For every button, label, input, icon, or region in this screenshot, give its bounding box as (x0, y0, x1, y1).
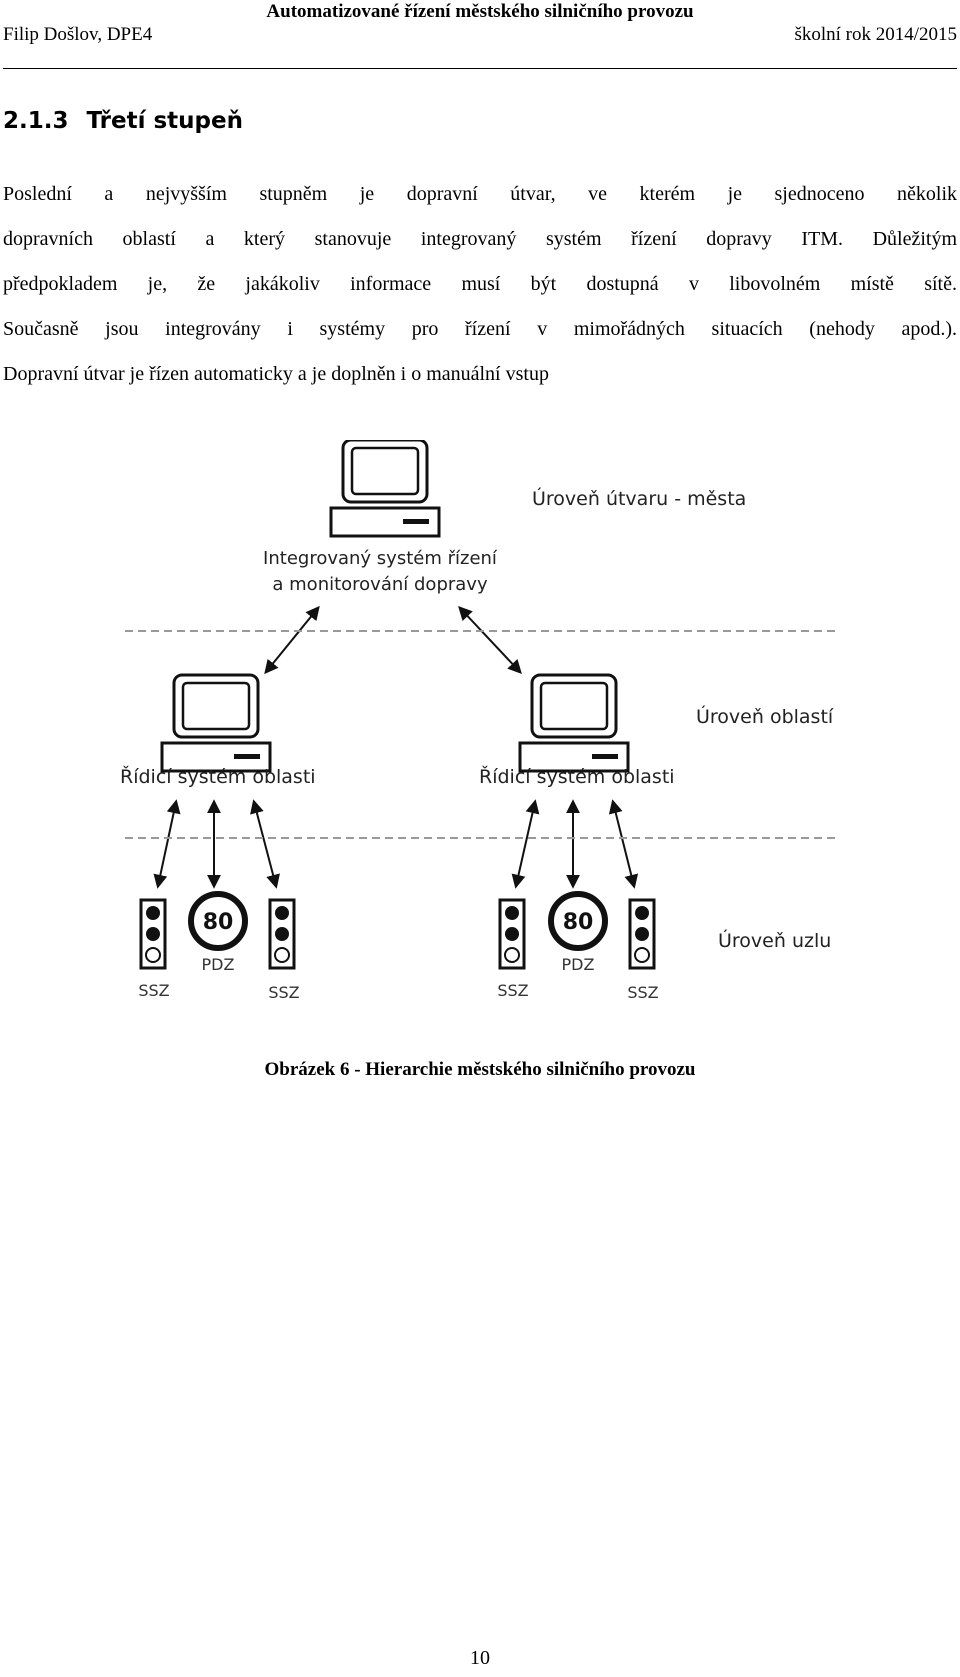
traffic-signal-icon (628, 898, 656, 970)
ssz-label: SSZ (268, 983, 299, 1002)
arrow-left-ssz-1 (153, 799, 181, 889)
paragraph-line: Poslední a nejvyšším stupněm je dopravní… (3, 183, 957, 205)
arrow-right-ssz-2 (608, 799, 639, 889)
header-author: Filip Došlov, DPE4 (3, 24, 153, 45)
left-area-computer-icon (160, 673, 272, 773)
speed-limit-value: 80 (563, 910, 594, 935)
top-system-label-line1: Integrovaný systém řízení (263, 548, 498, 569)
section-number: 2.1.3 (3, 108, 69, 134)
paragraph-line: Současně jsou integrovány i systémy pro … (3, 318, 957, 340)
body-paragraph: Poslední a nejvyšším stupněm je dopravní… (3, 172, 957, 397)
hierarchy-diagram: Úroveň útvaru - města Integrovaný systém… (120, 438, 838, 1002)
page-number: 10 (470, 1647, 490, 1669)
pdz-label: PDZ (202, 955, 235, 974)
document-header-title: Automatizované řízení městského silniční… (266, 1, 694, 22)
ssz-label: SSZ (627, 983, 658, 1002)
paragraph-line: předpokladem je, že jakákoliv informace … (3, 273, 957, 295)
figure-caption: Obrázek 6 - Hierarchie městského silničn… (264, 1059, 696, 1080)
level-city-label: Úroveň útvaru - města (532, 486, 746, 510)
header-divider (3, 68, 957, 69)
ssz-label: SSZ (138, 981, 169, 1000)
section-heading: 2.1.3 Třetí stupeň (3, 106, 243, 136)
speed-limit-value: 80 (203, 910, 234, 935)
pdz-label: PDZ (562, 955, 595, 974)
paragraph-line: Dopravní útvar je řízen automaticky a je… (3, 363, 549, 385)
paragraph-line: dopravních oblastí a který stanovuje int… (3, 228, 957, 250)
traffic-signal-icon (498, 898, 526, 970)
header-school-year: školní rok 2014/2015 (794, 24, 957, 45)
arrow-top-left (264, 605, 320, 675)
top-system-label-line2: a monitorování dopravy (272, 574, 488, 595)
hierarchy-figure: Úroveň útvaru - města Integrovaný systém… (0, 438, 960, 1020)
traffic-signal-icon (139, 898, 167, 970)
ssz-label: SSZ (497, 981, 528, 1000)
arrow-right-ssz-1 (511, 799, 540, 889)
left-area-system-label: Řídicí systém oblasti (120, 765, 316, 788)
arrow-left-ssz-2 (250, 799, 280, 889)
top-computer-icon (329, 438, 441, 538)
level-area-label: Úroveň oblastí (696, 704, 834, 728)
arrow-top-right (458, 605, 522, 675)
right-area-computer-icon (518, 673, 630, 773)
right-area-system-label: Řídicí systém oblasti (479, 765, 675, 788)
traffic-signal-icon (268, 898, 296, 970)
level-node-label: Úroveň uzlu (718, 928, 831, 952)
section-title: Třetí stupeň (86, 108, 244, 134)
